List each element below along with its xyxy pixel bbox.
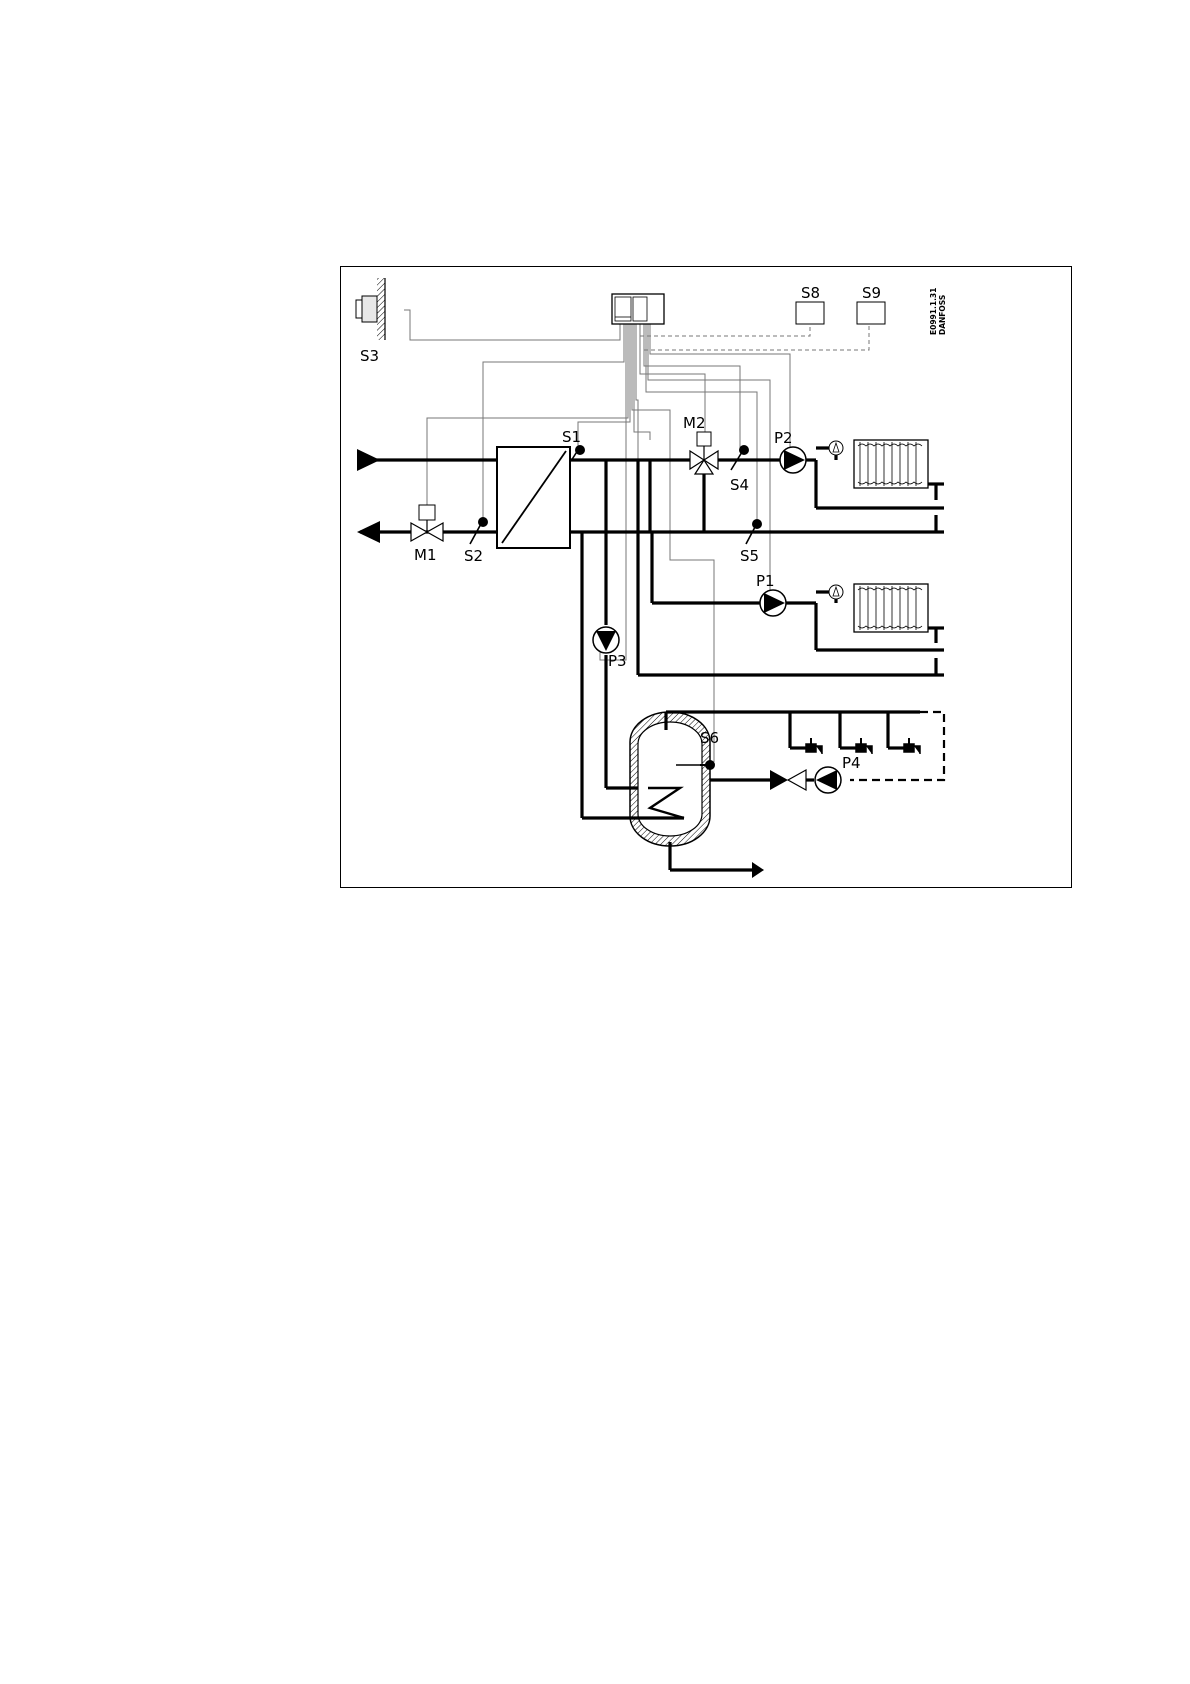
- label-s9: S9: [862, 284, 881, 302]
- label-s4: S4: [730, 476, 749, 494]
- radiator-1-icon: [829, 440, 944, 488]
- outdoor-sensor-icon: [356, 278, 385, 340]
- label-p4: P4: [842, 754, 861, 772]
- label-p3: P3: [608, 652, 627, 670]
- mixing-valve-m2-icon: [690, 432, 718, 474]
- label-m1: M1: [414, 546, 437, 564]
- label-p2: P2: [774, 429, 793, 447]
- check-valve-icon: [770, 770, 806, 790]
- label-s8: S8: [801, 284, 820, 302]
- pump-p4-icon: [815, 767, 841, 793]
- pump-p2-icon: [780, 447, 806, 473]
- brand-label: DANFOSS: [938, 295, 947, 335]
- room-panel-s9-icon: [857, 302, 885, 324]
- tap-3-icon: [904, 738, 920, 754]
- hot-water-tank-icon: [630, 712, 920, 878]
- label-s3: S3: [360, 347, 379, 365]
- label-s1: S1: [562, 428, 581, 446]
- label-s6: S6: [700, 729, 719, 747]
- heat-exchanger-icon: [497, 447, 570, 548]
- pump-p1-icon: [760, 590, 786, 616]
- label-s2: S2: [464, 547, 483, 565]
- pump-p3-icon: [593, 627, 619, 653]
- label-p1: P1: [756, 572, 775, 590]
- room-panel-s8-icon: [796, 302, 824, 324]
- label-m2: M2: [683, 414, 706, 432]
- tap-1-icon: [806, 738, 822, 754]
- tap-2-icon: [856, 738, 872, 754]
- motor-valve-m1-icon: [411, 505, 443, 541]
- drawing-code: E0991.1.31: [929, 288, 938, 335]
- radiator-2-icon: [816, 584, 944, 632]
- dhw-taps: [790, 712, 904, 748]
- supply-sensor-s4-icon: [731, 445, 749, 470]
- controller-icon: [612, 294, 664, 324]
- label-s5: S5: [740, 547, 759, 565]
